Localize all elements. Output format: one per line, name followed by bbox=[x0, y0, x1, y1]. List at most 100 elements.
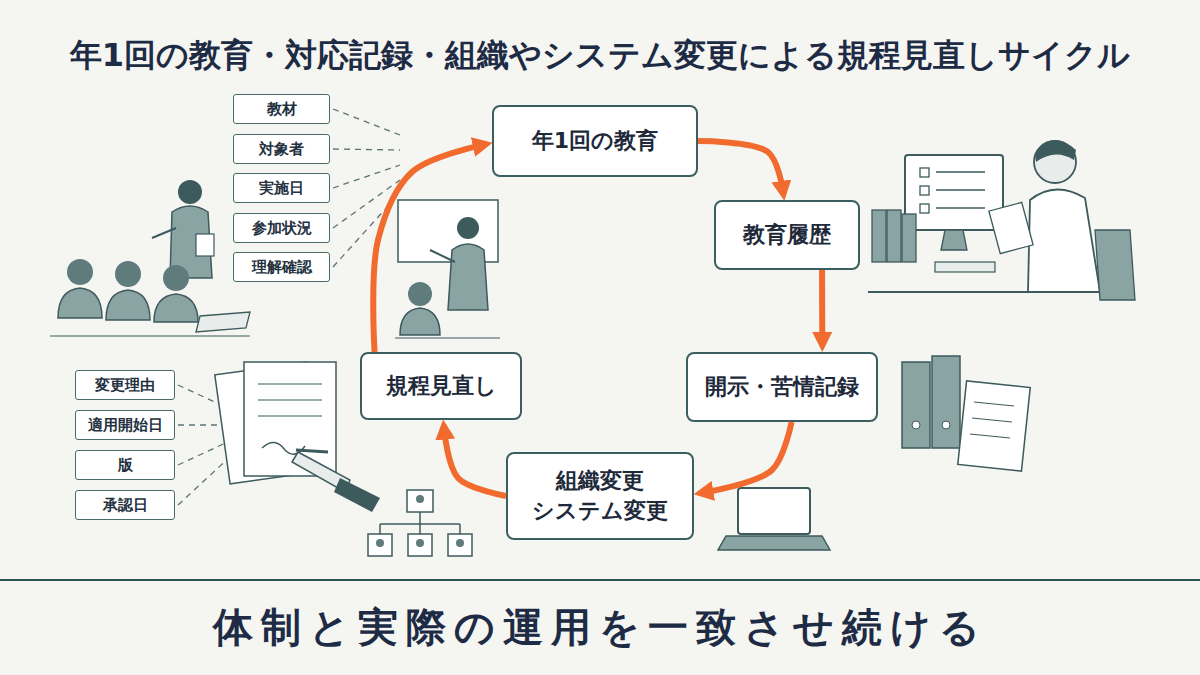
classroom-illustration bbox=[50, 180, 250, 336]
binder bbox=[887, 210, 901, 262]
checkbox bbox=[920, 168, 929, 177]
text-line bbox=[258, 399, 322, 400]
process-box: 年1回の教育 bbox=[492, 105, 698, 177]
node-text: 変更理由 bbox=[95, 376, 155, 395]
floor-line bbox=[50, 335, 250, 336]
org-person bbox=[376, 539, 384, 547]
leader-line bbox=[333, 180, 400, 228]
held-paper bbox=[989, 202, 1033, 253]
document-illustration bbox=[215, 362, 380, 512]
org-person bbox=[416, 539, 424, 547]
org-box bbox=[368, 534, 392, 556]
process-box: 規程見直し bbox=[360, 352, 522, 420]
whiteboard-illustration bbox=[395, 200, 500, 338]
sleeve bbox=[334, 478, 380, 512]
binder-ring bbox=[942, 421, 950, 429]
attribute-tag: 変更理由 bbox=[75, 370, 175, 400]
binder-illustration bbox=[902, 356, 1030, 471]
text-line bbox=[972, 418, 1012, 422]
pointer bbox=[152, 228, 176, 238]
leader-line bbox=[333, 195, 398, 267]
node-text: 教材 bbox=[267, 100, 297, 119]
leader-line bbox=[333, 109, 400, 135]
office-illustration bbox=[868, 140, 1135, 300]
monitor bbox=[905, 155, 1003, 230]
node-text: 参加状況 bbox=[252, 219, 312, 238]
cycle-arrow bbox=[373, 145, 481, 352]
pointer bbox=[430, 250, 455, 262]
leader-line bbox=[178, 455, 232, 505]
teacher-head bbox=[457, 217, 479, 239]
attribute-tag: 実施日 bbox=[233, 173, 330, 203]
cycle-arrow bbox=[698, 141, 783, 189]
student-head bbox=[115, 261, 141, 287]
org-box bbox=[408, 534, 432, 556]
node-text: 承認日 bbox=[103, 496, 148, 515]
org-line bbox=[419, 512, 421, 524]
student-head bbox=[67, 259, 93, 285]
teacher-head bbox=[178, 180, 202, 204]
node-text: 対象者 bbox=[259, 140, 304, 159]
node-text: 開示・苦情記録 bbox=[705, 372, 859, 402]
node-text: 教育履歴 bbox=[743, 220, 831, 250]
divider-line bbox=[0, 579, 1200, 581]
org-line bbox=[459, 524, 461, 534]
node-text: 版 bbox=[118, 456, 133, 475]
teacher-paper bbox=[196, 234, 214, 256]
document bbox=[958, 381, 1030, 471]
attribute-tag: 承認日 bbox=[75, 490, 175, 520]
org-person bbox=[456, 539, 464, 547]
cycle-arrow bbox=[819, 270, 825, 340]
student-body bbox=[154, 294, 198, 322]
node-text: 実施日 bbox=[259, 179, 304, 198]
leader-line bbox=[333, 149, 400, 150]
keyboard bbox=[935, 262, 995, 272]
monitor-stand bbox=[941, 230, 967, 250]
attribute-tag: 理解確認 bbox=[233, 252, 330, 282]
person-body bbox=[1028, 189, 1100, 292]
cycle-arrow bbox=[444, 432, 506, 496]
binder bbox=[872, 210, 886, 262]
node-text: 理解確認 bbox=[252, 258, 312, 277]
attribute-tag: 適用開始日 bbox=[75, 410, 175, 440]
node-text: 組織変更 システム変更 bbox=[516, 466, 684, 525]
text-line bbox=[258, 383, 322, 384]
text-line bbox=[974, 402, 1014, 406]
binder-ring bbox=[912, 421, 920, 429]
attribute-tag: 版 bbox=[75, 450, 175, 480]
binder bbox=[902, 362, 930, 448]
student-body bbox=[400, 308, 440, 335]
text-line bbox=[258, 415, 322, 416]
checkbox bbox=[920, 186, 929, 195]
person-head bbox=[1034, 141, 1076, 183]
process-box: 組織変更 システム変更 bbox=[506, 452, 694, 540]
teacher-body bbox=[448, 244, 488, 310]
student-body bbox=[58, 288, 102, 318]
org-chart-illustration bbox=[368, 490, 472, 556]
org-line bbox=[419, 524, 421, 534]
node-text: 適用開始日 bbox=[88, 416, 163, 435]
leader-lines bbox=[178, 109, 400, 505]
laptop-base bbox=[718, 536, 830, 550]
document bbox=[244, 362, 336, 476]
org-box bbox=[448, 534, 472, 556]
node-text: 年1回の教育 bbox=[532, 126, 658, 156]
pen bbox=[296, 450, 328, 452]
person-hair bbox=[1035, 140, 1076, 162]
node-text: 規程見直し bbox=[386, 371, 497, 401]
process-box: 開示・苦情記録 bbox=[686, 352, 878, 422]
text-line bbox=[970, 434, 1010, 438]
student-head bbox=[163, 265, 189, 291]
student-head bbox=[408, 282, 432, 306]
attribute-tag: 参加状況 bbox=[233, 213, 330, 243]
chair bbox=[1095, 230, 1135, 300]
org-box bbox=[407, 490, 433, 512]
attribute-tag: 教材 bbox=[233, 94, 330, 124]
student-body bbox=[106, 290, 150, 320]
leader-line bbox=[333, 165, 400, 188]
desk bbox=[196, 312, 250, 332]
